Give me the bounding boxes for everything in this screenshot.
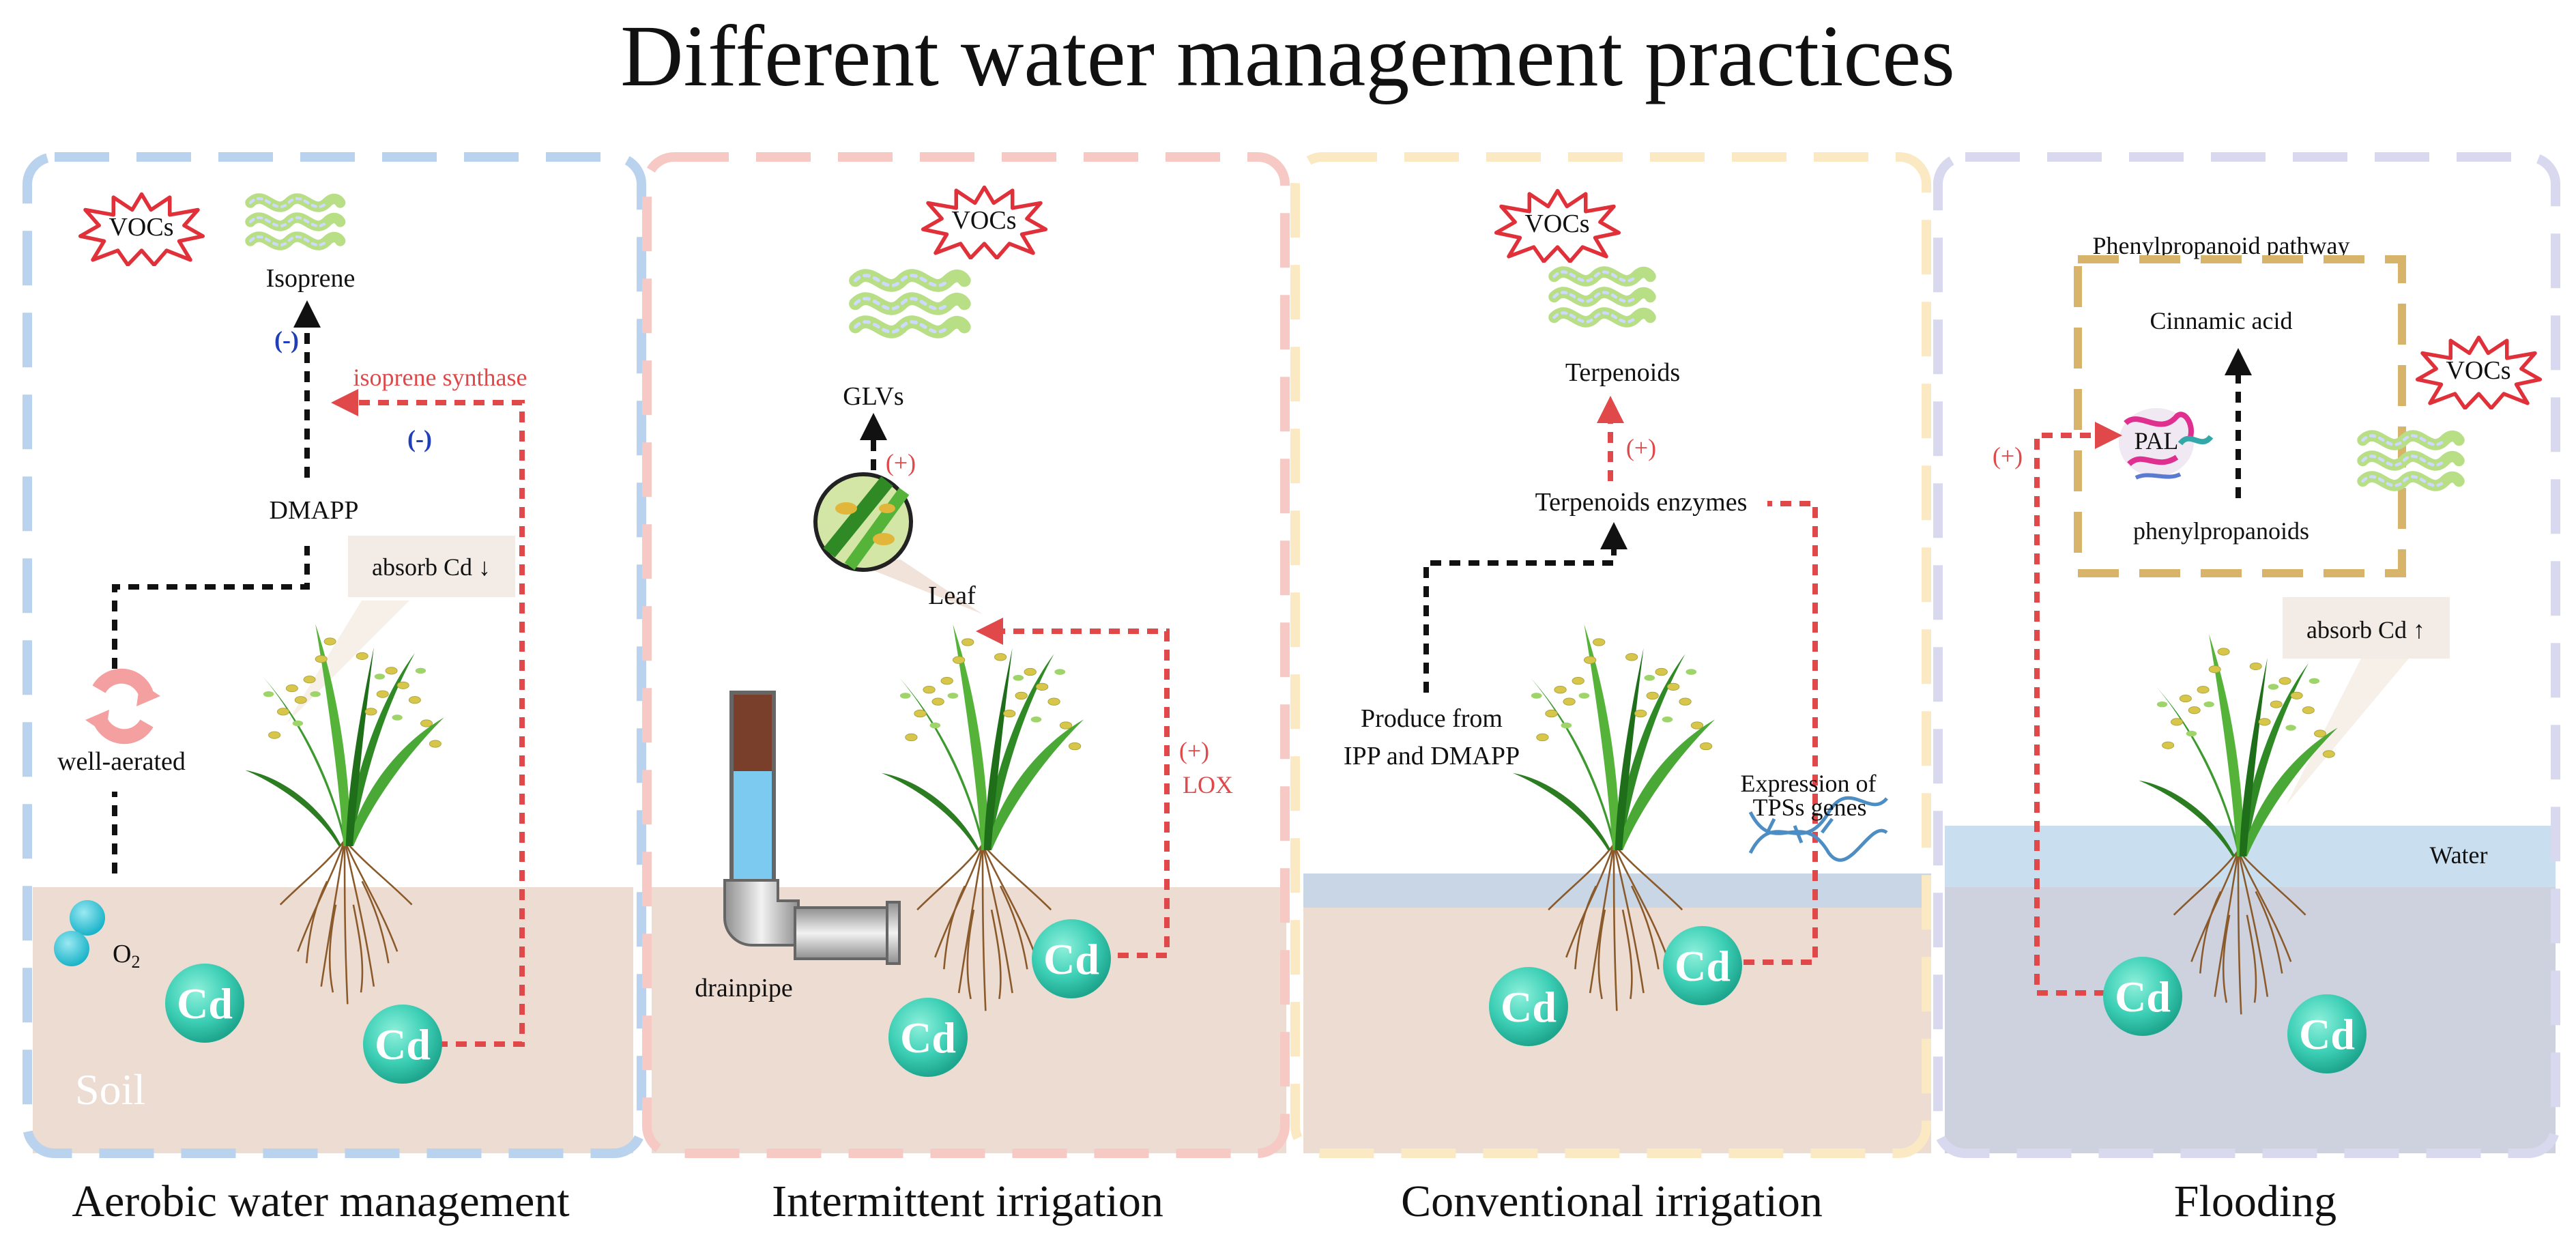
enzyme-label: PAL	[2134, 427, 2179, 454]
pathway-label: Phenylpropanoid pathway	[2093, 232, 2350, 259]
oxygen-molecule-icon	[54, 900, 105, 966]
compound-label: Cinnamic acid	[2150, 307, 2293, 334]
effect-label: (+)	[1993, 442, 2023, 470]
soil-label: Soil	[75, 1065, 145, 1114]
panel-border	[23, 152, 646, 1158]
water-label: Water	[2429, 841, 2487, 869]
arrow-cd-pal	[2034, 422, 2122, 996]
panel-aerobic: Soil VOCs Isoprene (-) isoprene synthase…	[23, 152, 646, 1226]
panel-flooding: Phenylpropanoid pathway Cinnamic acid PA…	[1933, 152, 2560, 1226]
effect-label-2: (-)	[407, 425, 432, 452]
produce-label-line1: Produce from	[1361, 704, 1503, 733]
cd-label: Cd	[2299, 1010, 2355, 1058]
arrow-cd-enzymes	[1743, 501, 1818, 965]
compound-label: Terpenoids	[1565, 358, 1680, 387]
effect-label: (+)	[886, 449, 916, 476]
panel-intermittent: VOCs GLVs (+) Leaf (+) LOX	[642, 152, 1290, 1226]
panel-conventional: VOCs Terpenoids (+) Terpenoids enzymes P…	[1290, 152, 1931, 1226]
effect-label: (-)	[274, 326, 299, 353]
panel-border	[642, 152, 1290, 1158]
panel-border	[1933, 152, 2560, 1158]
soil-layer	[33, 887, 633, 1153]
produce-label-line2: IPP and DMAPP	[1344, 742, 1520, 770]
expression-label-line2: TPSs genes	[1752, 794, 1866, 821]
cd-particle	[1032, 919, 1111, 998]
cd-particle	[888, 998, 968, 1077]
cd-particle	[363, 1005, 442, 1084]
vocs-label: VOCs	[2446, 356, 2510, 385]
cd-particle	[165, 964, 244, 1043]
drainpipe-icon	[723, 691, 901, 965]
lox-effect-label: (+)	[1179, 737, 1209, 764]
voc-strands-icon	[1554, 272, 1651, 322]
cd-label: Cd	[1043, 935, 1099, 983]
vocs-label: VOCs	[951, 206, 1016, 235]
substrate-label: phenylpropanoids	[2133, 517, 2309, 545]
arrow-cd-synthase	[331, 389, 525, 1047]
panel-caption: Flooding	[2174, 1176, 2336, 1226]
absorb-label: absorb Cd ↑	[2306, 616, 2425, 644]
cd-label: Cd	[900, 1013, 956, 1062]
enzyme-label: isoprene synthase	[353, 364, 527, 391]
cd-particle	[1489, 967, 1568, 1046]
absorb-beam	[287, 601, 409, 723]
compound-label: GLVs	[843, 382, 903, 411]
panel-caption: Aerobic water management	[72, 1176, 569, 1226]
effect-label: (+)	[1626, 434, 1656, 461]
arrow-cd-leaf	[976, 618, 1170, 958]
cd-label: Cd	[1501, 983, 1557, 1031]
cd-label: Cd	[375, 1020, 431, 1069]
pathway-box	[2074, 255, 2406, 577]
cd-label: Cd	[1675, 942, 1731, 990]
cd-label: Cd	[177, 979, 233, 1028]
panel-caption: Intermittent irrigation	[772, 1176, 1163, 1226]
absorb-label: absorb Cd ↓	[372, 553, 491, 581]
vocs-label: VOCs	[108, 213, 173, 242]
panel-caption: Conventional irrigation	[1401, 1176, 1823, 1226]
cd-particle	[1663, 926, 1742, 1005]
vocs-label: VOCs	[1524, 210, 1589, 238]
voc-strands-icon	[2363, 436, 2459, 486]
absorb-box	[348, 536, 515, 597]
state-label: well-aerated	[57, 747, 186, 776]
arrow-aerated-dmapp	[112, 546, 310, 669]
recycle-icon	[85, 668, 160, 745]
water-layer	[1303, 873, 1931, 908]
expression-label-line1: Expression of	[1741, 770, 1877, 797]
soil-layer	[1303, 873, 1931, 1153]
absorb-box	[2283, 597, 2450, 659]
oxygen-label: O2	[113, 940, 140, 972]
voc-strands-icon	[856, 276, 965, 332]
compound-label: Isoprene	[266, 264, 356, 293]
drainpipe-label: drainpipe	[695, 974, 793, 1002]
cd-particle	[2103, 957, 2182, 1036]
cd-particle	[2287, 994, 2367, 1073]
lox-label: LOX	[1183, 771, 1233, 798]
leaf-label: Leaf	[928, 581, 976, 610]
leaf-closeup-icon	[813, 472, 983, 614]
dna-helix-icon	[1748, 796, 1888, 862]
voc-strands-icon	[250, 199, 341, 245]
enzyme-label: Terpenoids enzymes	[1535, 488, 1748, 517]
precursor-label: DMAPP	[270, 496, 359, 525]
pal-enzyme-icon	[2119, 408, 2214, 480]
cd-label: Cd	[2115, 972, 2171, 1021]
diagram-title: Different water management practices	[620, 8, 1955, 104]
absorb-beam	[2286, 659, 2409, 805]
panel-border	[1290, 152, 1931, 1158]
arrow-produce-enzymes	[1423, 522, 1627, 693]
